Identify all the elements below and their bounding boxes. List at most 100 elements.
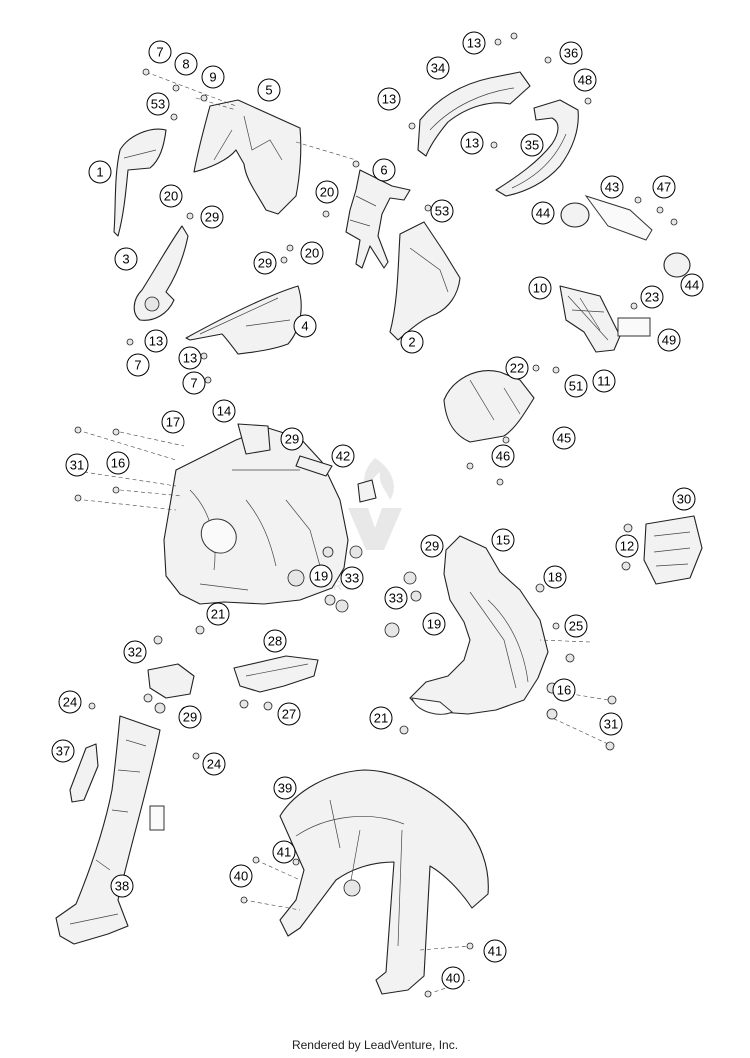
- svg-text:7: 7: [190, 376, 197, 391]
- part-side-cover-2: [389, 221, 461, 341]
- svg-text:33: 33: [345, 571, 359, 586]
- svg-text:47: 47: [657, 180, 671, 195]
- callout: 51: [564, 374, 588, 398]
- callout: 53: [146, 92, 170, 116]
- callout: 41: [272, 840, 296, 864]
- svg-text:13: 13: [467, 36, 481, 51]
- svg-text:41: 41: [488, 944, 502, 959]
- svg-text:34: 34: [431, 61, 445, 76]
- svg-text:24: 24: [63, 695, 77, 710]
- part-bracket-3: [133, 225, 189, 321]
- callout: 29: [420, 534, 444, 558]
- svg-text:37: 37: [56, 744, 70, 759]
- svg-text:31: 31: [604, 717, 618, 732]
- callout: 39: [273, 776, 297, 800]
- svg-text:18: 18: [548, 570, 562, 585]
- svg-text:29: 29: [183, 710, 197, 725]
- svg-text:45: 45: [557, 431, 571, 446]
- callout: 23: [640, 285, 664, 309]
- svg-text:42: 42: [336, 449, 350, 464]
- callout: 35: [520, 133, 544, 157]
- part-license-holder-10: [559, 285, 651, 353]
- callout: 49: [657, 328, 681, 352]
- part-side-cover-small: [113, 128, 167, 237]
- part-bracket-28: [233, 655, 319, 693]
- callout: 40: [441, 966, 465, 990]
- callout: 37: [51, 739, 75, 763]
- svg-text:15: 15: [496, 533, 510, 548]
- svg-text:36: 36: [564, 46, 578, 61]
- svg-text:39: 39: [278, 781, 292, 796]
- part-bracket-32: [147, 663, 195, 699]
- callout: 20: [315, 180, 339, 204]
- footer-credit: Rendered by LeadVenture, Inc.: [291, 1038, 459, 1052]
- callout: 45: [552, 426, 576, 450]
- svg-text:35: 35: [525, 138, 539, 153]
- svg-text:31: 31: [70, 458, 84, 473]
- callout: 12: [615, 534, 639, 558]
- callout: 13: [377, 87, 401, 111]
- callouts: 1 2 3 4 5 6 7 7 7 7 8 9 10 11 12 13 13 1…: [51, 31, 704, 990]
- callout: 16: [106, 451, 130, 475]
- svg-text:14: 14: [217, 404, 231, 419]
- part-bracket-6: [345, 169, 411, 269]
- leader-lines: [83, 71, 609, 995]
- callout: 20: [300, 241, 324, 265]
- callout: 5: [257, 78, 281, 102]
- callout: 34: [426, 56, 450, 80]
- callout: 13: [144, 329, 168, 353]
- callout: 17: [161, 410, 185, 434]
- svg-text:38: 38: [115, 879, 129, 894]
- callout: 32: [123, 640, 147, 664]
- callout: 36: [559, 41, 583, 65]
- callout: 16: [552, 678, 576, 702]
- callout: 21: [206, 602, 230, 626]
- svg-text:13: 13: [149, 334, 163, 349]
- part-front-fender-39: [279, 769, 489, 995]
- svg-text:1: 1: [96, 165, 103, 180]
- callout: 24: [58, 690, 82, 714]
- callout: 20: [159, 184, 183, 208]
- callout: 11: [592, 369, 616, 393]
- callout: 8: [174, 52, 198, 76]
- svg-text:6: 6: [380, 163, 387, 178]
- svg-text:29: 29: [285, 432, 299, 447]
- svg-text:7: 7: [156, 45, 163, 60]
- svg-text:21: 21: [211, 607, 225, 622]
- callout: 28: [263, 629, 287, 653]
- bolts: [74, 32, 678, 998]
- callout: 44: [531, 201, 555, 225]
- callout: 7: [148, 40, 172, 64]
- callout: 53: [430, 199, 454, 223]
- svg-text:27: 27: [282, 707, 296, 722]
- callout: 46: [491, 444, 515, 468]
- svg-text:44: 44: [685, 278, 699, 293]
- svg-text:28: 28: [268, 634, 282, 649]
- part-module-42: [295, 455, 377, 503]
- svg-text:11: 11: [597, 374, 611, 389]
- callout: 25: [564, 614, 588, 638]
- callout: 13: [460, 131, 484, 155]
- callout: 6: [372, 158, 396, 182]
- svg-text:7: 7: [134, 358, 141, 373]
- svg-text:16: 16: [557, 683, 571, 698]
- part-front-fairing-right: [409, 535, 549, 715]
- callout: 22: [505, 356, 529, 380]
- svg-text:30: 30: [677, 492, 691, 507]
- svg-text:17: 17: [166, 415, 180, 430]
- callout: 31: [65, 453, 89, 477]
- svg-text:40: 40: [446, 971, 460, 986]
- callout: 1: [88, 160, 112, 184]
- svg-text:29: 29: [205, 210, 219, 225]
- svg-text:4: 4: [301, 319, 308, 334]
- callout: 27: [277, 702, 301, 726]
- callout: 13: [178, 346, 202, 370]
- part-beak-38: [55, 715, 165, 945]
- part-clip-37: [69, 743, 99, 803]
- svg-text:51: 51: [569, 379, 583, 394]
- callout: 29: [253, 251, 277, 275]
- svg-text:40: 40: [234, 869, 248, 884]
- callout: 29: [280, 427, 304, 451]
- callout: 14: [212, 399, 236, 423]
- svg-text:20: 20: [164, 189, 178, 204]
